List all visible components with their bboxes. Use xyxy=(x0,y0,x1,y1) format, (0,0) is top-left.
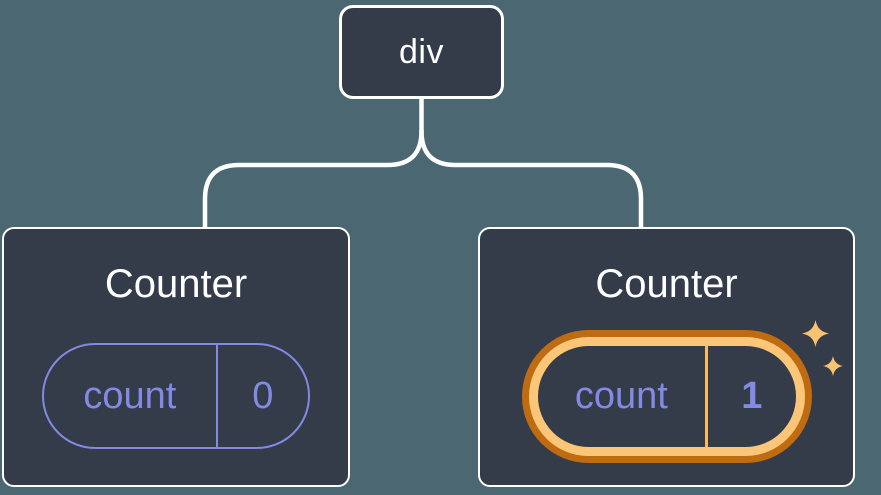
state-pill: count 0 xyxy=(42,343,310,449)
counter-title: Counter xyxy=(595,262,738,306)
div-node-label: div xyxy=(399,32,444,71)
state-pill-highlighted: count 1 xyxy=(537,345,796,447)
state-key-label: count xyxy=(574,374,668,417)
highlight-ring: count 1 xyxy=(521,329,812,463)
sparkle-icon-small xyxy=(823,356,843,376)
counter-title: Counter xyxy=(104,262,248,306)
state-value: 1 xyxy=(741,374,763,417)
state-key-label: count xyxy=(83,374,177,417)
counter-card-left: Counter count 0 xyxy=(2,227,350,487)
highlight-ring-inner: count 1 xyxy=(528,336,805,456)
state-pill-area: count 0 xyxy=(4,307,348,485)
pill-divider xyxy=(215,345,218,447)
tree-node-div: div xyxy=(339,5,504,99)
state-value: 0 xyxy=(252,374,274,417)
state-pill-area: count 1 xyxy=(480,307,853,485)
connector-right-branch xyxy=(419,128,644,230)
counter-card-right: Counter count 1 xyxy=(478,227,855,487)
sparkle-icon-large xyxy=(802,320,829,347)
connector-left-branch xyxy=(202,128,424,230)
pill-divider xyxy=(705,345,709,447)
